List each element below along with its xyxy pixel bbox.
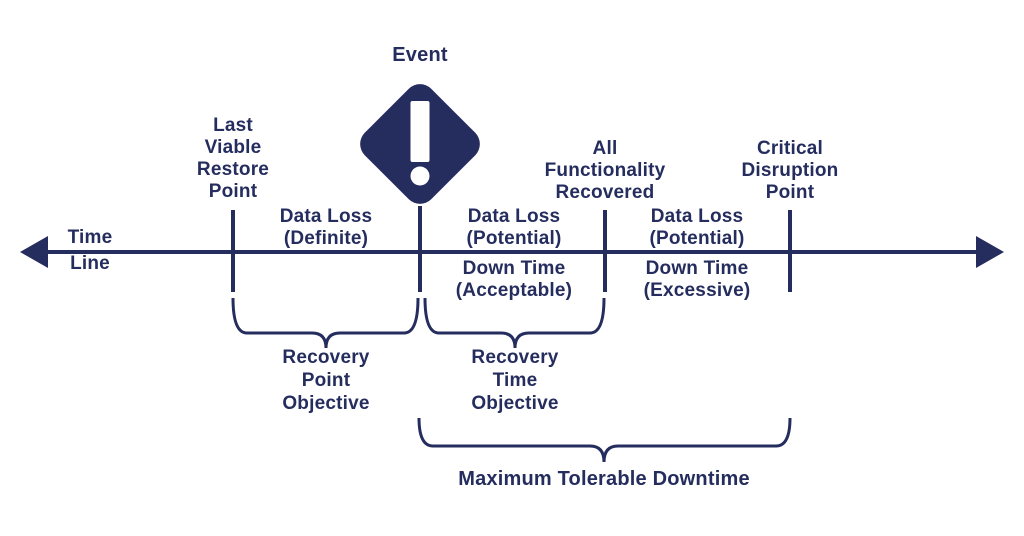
brace-maximum-tolerable-downtime — [417, 417, 792, 463]
brace-label-maximum-tolerable-downtime: Maximum Tolerable Downtime — [458, 468, 750, 490]
marker-last-viable-restore-point: Last Viable Restore Point — [196, 115, 270, 202]
exclamation-bar-icon — [410, 101, 430, 162]
exclamation-dot-icon — [410, 166, 430, 186]
segment-data-loss-potential-2: Data Loss (Potential) — [649, 206, 745, 249]
marker-all-functionality-recovered: All Functionality Recovered — [544, 138, 666, 203]
segment-down-time-excessive: Down Time (Excessive) — [643, 258, 751, 301]
event-label: Event — [392, 44, 448, 66]
segment-data-loss-definite: Data Loss (Definite) — [279, 206, 373, 249]
event-diamond-icon — [360, 84, 480, 204]
brace-label-recovery-time-objective: Recovery Time Objective — [471, 347, 559, 414]
brace-label-recovery-point-objective: Recovery Point Objective — [282, 347, 370, 414]
timeline-label: Time Line — [67, 227, 113, 274]
brace-recovery-point-objective — [231, 297, 420, 349]
marker-critical-disruption-point: Critical Disruption Point — [741, 138, 839, 203]
segment-down-time-acceptable: Down Time (Acceptable) — [455, 258, 573, 301]
right-arrowhead-icon — [976, 236, 1004, 268]
segment-data-loss-potential-1: Data Loss (Potential) — [466, 206, 562, 249]
brace-recovery-time-objective — [423, 297, 606, 349]
left-arrowhead-icon — [20, 236, 48, 268]
